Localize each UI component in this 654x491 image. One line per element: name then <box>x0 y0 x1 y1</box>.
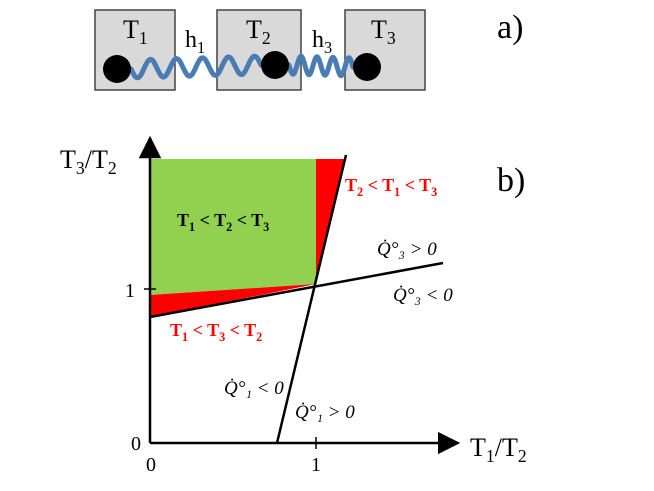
label-q3-positive: Q̇°₃ > 0 <box>377 238 437 260</box>
label-q1-negative: Q̇°₁ < 0 <box>224 377 284 399</box>
ball-t1 <box>103 55 131 83</box>
tick-x-one-label: 1 <box>311 454 321 476</box>
spring-label-h3: h3 <box>312 27 332 57</box>
box-label-t1: T1 <box>123 15 148 48</box>
panel-b: 0 0 1 1 T3/T2 T1/T2 b) T1 < T2 < T3 T2 <… <box>60 135 527 476</box>
ball-t2 <box>261 51 289 79</box>
spring-label-h1: h1 <box>185 27 205 57</box>
panel-a-label: a) <box>497 9 523 46</box>
spring-h1 <box>128 53 264 81</box>
tick-y-one-label: 1 <box>125 280 135 302</box>
box-label-t2: T2 <box>246 15 271 48</box>
region-label-red-top: T2 < T1 < T3 <box>345 175 437 199</box>
y-axis-label: T3/T2 <box>60 145 117 178</box>
line-q1-zero <box>275 154 348 444</box>
label-q1-positive: Q̇°₁ > 0 <box>295 401 355 423</box>
label-q3-negative: Q̇°₃ < 0 <box>393 284 453 306</box>
region-label-green: T1 < T2 < T3 <box>177 210 269 234</box>
tick-origin-x: 0 <box>146 454 156 476</box>
panel-b-label: b) <box>497 162 525 199</box>
box-label-t3: T3 <box>371 15 396 48</box>
line-q3-zero <box>149 261 444 319</box>
x-axis-label: T1/T2 <box>470 433 527 466</box>
panel-a: T1 T2 T3 h1 h3 a) <box>94 9 523 91</box>
region-label-red-bottom: T1 < T3 < T2 <box>170 320 262 344</box>
tick-origin-y: 0 <box>131 433 141 455</box>
ball-t3 <box>353 53 381 81</box>
box-t2 <box>216 9 302 91</box>
spring-h3 <box>286 53 356 79</box>
region-green <box>150 159 316 295</box>
